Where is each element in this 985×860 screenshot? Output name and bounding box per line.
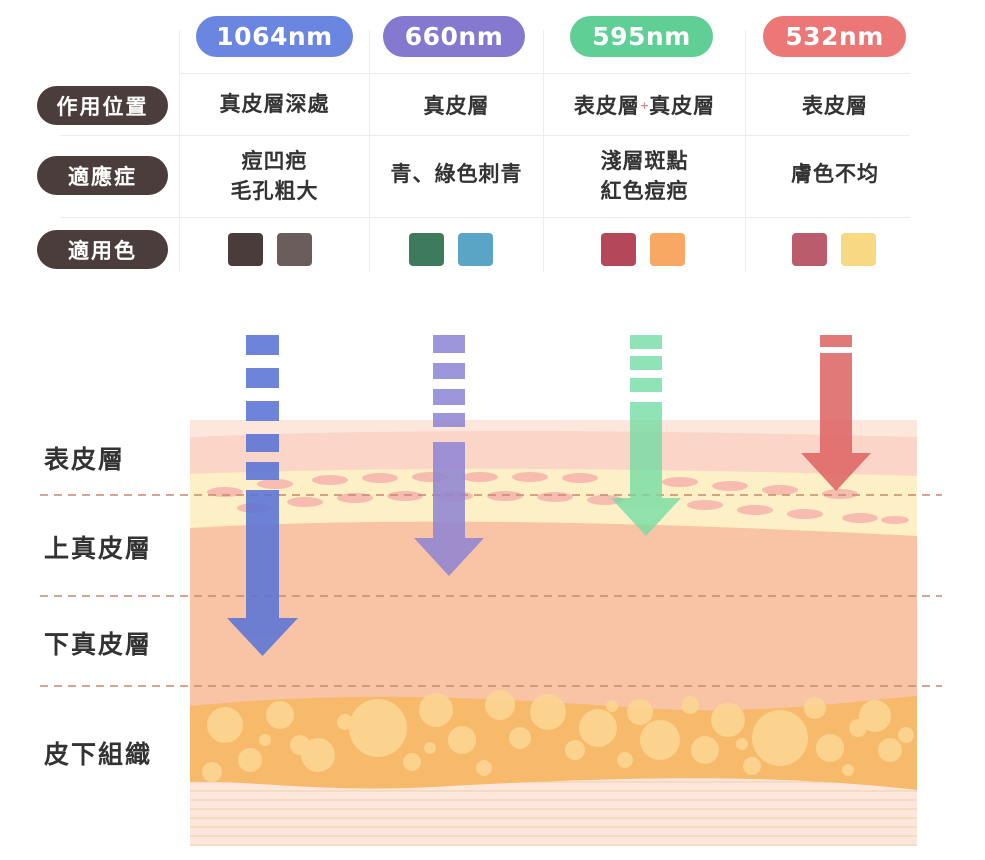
table-divider [60,135,910,136]
color-swatch [792,233,827,266]
position-cell-660: 真皮層 [423,94,490,118]
arrow-660nm [414,335,484,576]
indication-cell-660: 青、綠色刺青 [390,162,523,186]
indication-cell-595: 淺層斑點紅色痘疤 [600,149,689,203]
indication-cell-1064: 痘凹疤毛孔粗大 [230,149,319,203]
color-swatch [277,233,312,266]
layer-boundaries [40,494,942,687]
table-divider [60,217,910,218]
wavelength-pill-660: 660nm [383,16,525,57]
color-swatch [228,233,263,266]
color-swatch [458,233,493,266]
layer-label-epidermis: 表皮層 [44,445,126,474]
epidermis-layer [190,430,917,476]
table-divider [543,30,544,272]
dermis-layer [190,515,917,711]
layer-label-upper-dermis: 上真皮層 [44,534,153,563]
table-divider [369,30,370,272]
row-label-position: 作用位置 [37,86,168,125]
layer-label-lower-dermis: 下真皮層 [44,630,153,659]
skin-lines [190,780,917,846]
arrow-595nm [611,335,681,536]
table-divider [745,30,746,272]
position-cell-532: 表皮層 [802,94,868,118]
position-cell-595: 表皮層+真皮層 [573,94,716,118]
wavelength-pill-532: 532nm [763,16,906,57]
arrow-1064nm [227,335,298,656]
table-divider [179,30,180,272]
color-swatch [409,233,444,266]
table-divider [180,73,910,74]
row-label-colors: 適用色 [37,230,168,269]
position-cell-1064: 真皮層深處 [219,92,330,116]
color-swatch [841,233,876,266]
wavelength-pill-1064: 1064nm [196,16,353,57]
color-swatch [601,233,636,266]
color-swatch [650,233,685,266]
indication-cell-532: 膚色不均 [791,162,879,186]
row-label-indication: 適應症 [37,156,168,195]
wavelength-pill-595: 595nm [570,16,713,57]
fat-cells [202,690,914,782]
arrow-532nm [801,335,871,491]
layer-label-subcutaneous: 皮下組織 [44,740,153,769]
